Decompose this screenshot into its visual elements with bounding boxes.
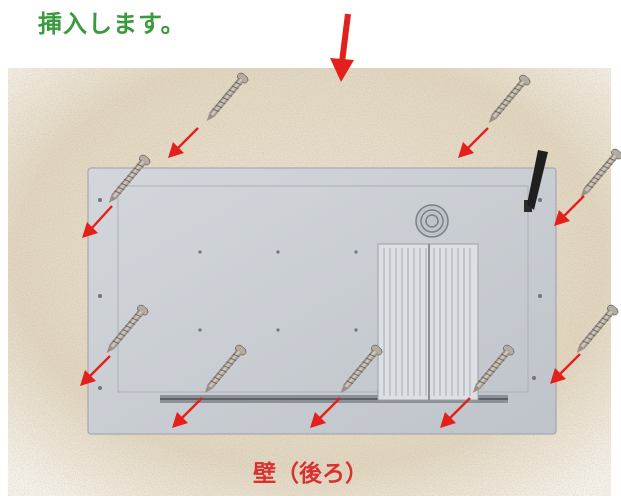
instruction-text: 挿入します。: [38, 10, 186, 38]
red-arrow-icon: [172, 397, 203, 428]
antenna-icon: [524, 150, 548, 212]
insert-direction-arrow-icon: [330, 13, 354, 82]
red-arrow-icon: [440, 397, 471, 428]
device-rear-panel: [87, 150, 557, 435]
red-arrow-icon: [458, 127, 489, 158]
red-arrow-icon: [80, 355, 111, 386]
red-arrow-icon: [168, 127, 199, 158]
fan-vent-icon: [415, 204, 449, 238]
red-arrow-icon: [554, 195, 585, 226]
insert-arrows: [80, 127, 585, 428]
wall-label: 壁（後ろ）: [253, 461, 368, 487]
red-arrow-icon: [310, 397, 341, 428]
red-arrow-icon: [550, 353, 581, 384]
red-arrow-icon: [82, 205, 113, 238]
bottom-connector-strip: [160, 395, 508, 403]
vesa-mount-holes: [98, 198, 542, 390]
heatsink: [377, 243, 479, 401]
